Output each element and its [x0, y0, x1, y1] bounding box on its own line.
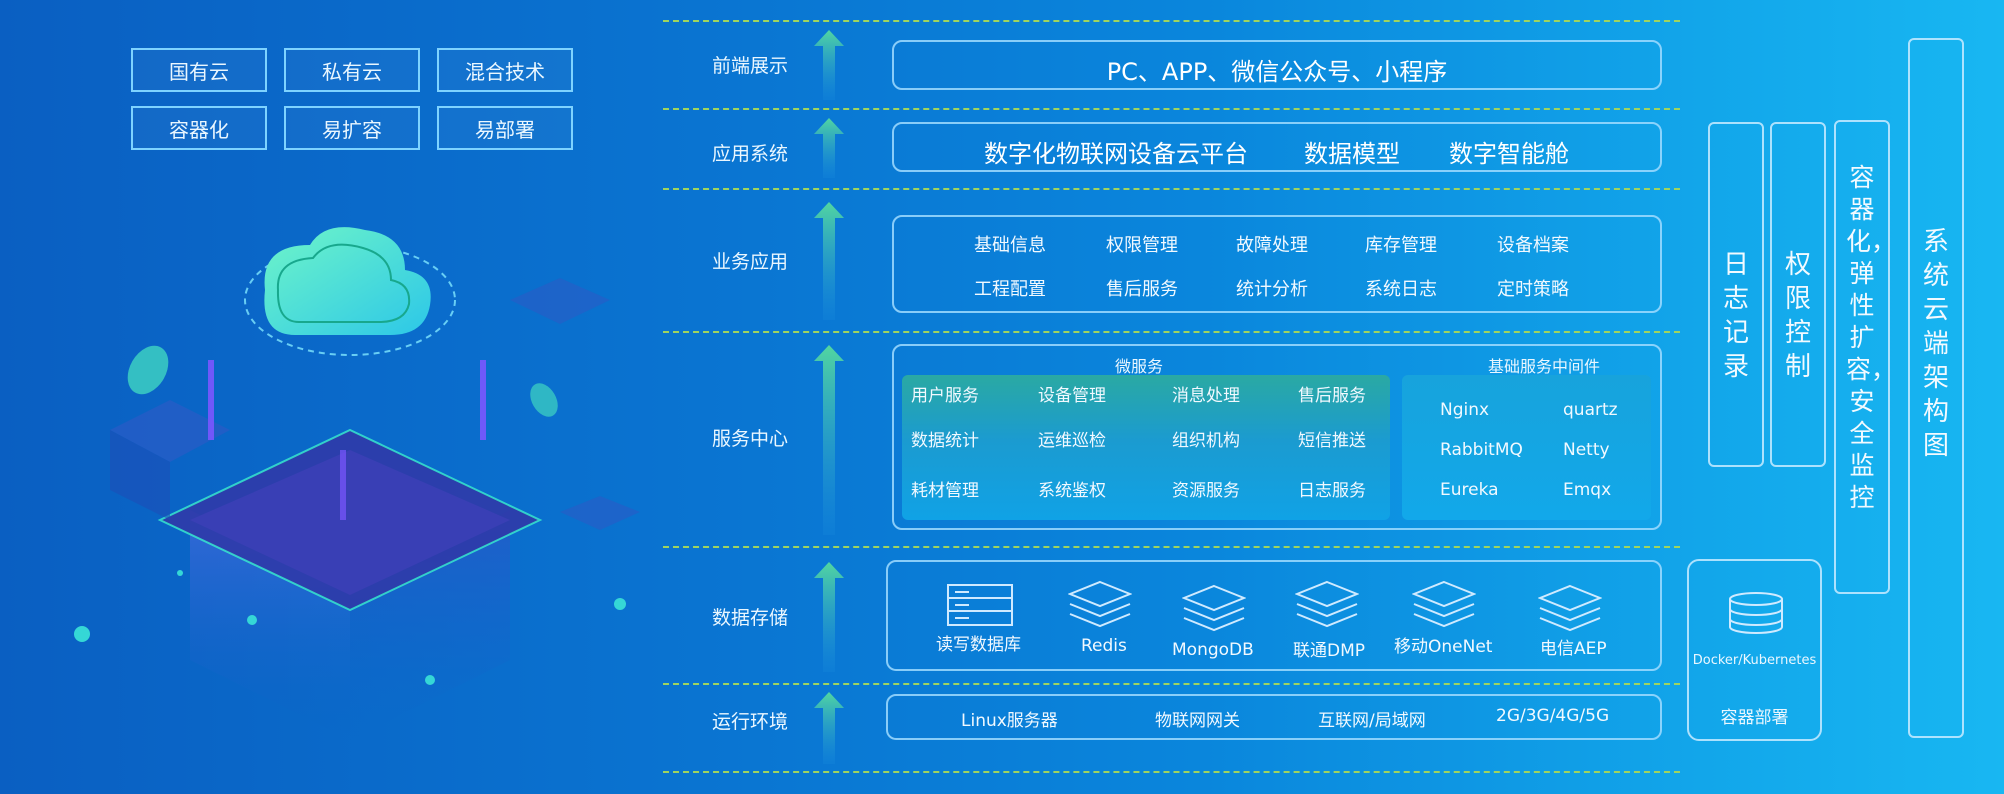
up-arrow-icon — [814, 562, 844, 672]
container-security-column: 容器化，弹性扩容，安全监控 — [1834, 120, 1897, 594]
micro-title: 微服务 — [1115, 357, 1164, 376]
biz-item: 库存管理 — [1365, 235, 1437, 256]
storage-item: 读写数据库 — [936, 635, 1021, 655]
layer-label-frontend: 前端展示 — [711, 55, 788, 77]
log-record-column: 日志记录 — [1708, 122, 1764, 467]
biz-item: 基础信息 — [974, 235, 1046, 256]
micro-item: 设备管理 — [1038, 386, 1106, 406]
cloud-icon — [264, 227, 431, 335]
layers-icon — [1068, 580, 1132, 628]
middleware-item: Emqx — [1563, 480, 1612, 500]
tag-hybrid-tech: 混合技术 — [437, 48, 573, 92]
tag-scalable: 易扩容 — [284, 106, 420, 150]
container-security-label: 容器化，弹性扩容，安全监控 — [1846, 163, 1897, 512]
micro-item: 消息处理 — [1172, 386, 1240, 406]
storage-item: 联通DMP — [1293, 641, 1366, 661]
up-arrow-icon — [814, 30, 844, 100]
tag-deployable: 易部署 — [437, 106, 573, 150]
app-box: 数字化物联网设备云平台 数据模型 数字智能舱 — [892, 122, 1662, 172]
micro-item: 用户服务 — [911, 386, 979, 406]
tag-containerized: 容器化 — [131, 106, 267, 150]
micro-item: 系统鉴权 — [1038, 481, 1106, 501]
tag-public-cloud: 国有云 — [131, 48, 267, 92]
biz-item: 统计分析 — [1236, 279, 1308, 300]
biz-item: 权限管理 — [1106, 235, 1178, 256]
layers-icon — [1295, 580, 1359, 628]
app-item: 数据模型 — [1304, 140, 1400, 168]
frontend-content: PC、APP、微信公众号、小程序 — [1106, 58, 1448, 86]
divider — [663, 683, 1680, 685]
storage-item: MongoDB — [1172, 640, 1254, 660]
layer-label-biz: 业务应用 — [711, 251, 788, 273]
log-record-label: 日志记录 — [1722, 250, 1749, 382]
biz-item: 定时策略 — [1497, 279, 1569, 300]
biz-item: 工程配置 — [974, 279, 1046, 300]
middleware-title: 基础服务中间件 — [1488, 357, 1601, 376]
database-cylinder-icon — [1729, 592, 1783, 634]
layer-label-service: 服务中心 — [711, 428, 788, 450]
docker-label: Docker/Kubernetes — [1692, 653, 1817, 668]
up-arrow-icon — [814, 202, 844, 320]
micro-item: 短信推送 — [1298, 431, 1366, 451]
layer-label-runtime: 运行环境 — [711, 711, 788, 733]
storage-item: 电信AEP — [1540, 639, 1607, 659]
layers-icon — [1412, 580, 1476, 628]
middleware-item: quartz — [1563, 400, 1618, 420]
biz-item: 系统日志 — [1365, 279, 1437, 300]
auth-control-label: 权限控制 — [1784, 250, 1811, 382]
biz-item: 故障处理 — [1236, 235, 1308, 256]
cloud-server-illustration — [74, 227, 640, 740]
up-arrow-icon — [814, 118, 844, 178]
middleware-item: Eureka — [1440, 480, 1499, 500]
divider — [663, 546, 1680, 548]
divider — [663, 108, 1680, 110]
middleware-item: Netty — [1563, 440, 1610, 460]
middleware-item: RabbitMQ — [1440, 440, 1523, 460]
micro-item: 售后服务 — [1298, 386, 1366, 406]
up-arrow-icon — [814, 345, 844, 535]
biz-item: 设备档案 — [1497, 235, 1569, 256]
middleware-panel: Nginx quartz RabbitMQ Netty Eureka Emqx — [1402, 375, 1651, 520]
layers-icon — [1182, 584, 1246, 632]
micro-item: 日志服务 — [1298, 481, 1366, 501]
micro-item: 运维巡检 — [1038, 431, 1106, 451]
runtime-item: Linux服务器 — [961, 711, 1058, 731]
deploy-label: 容器部署 — [1720, 708, 1789, 728]
tag-private-cloud: 私有云 — [284, 48, 420, 92]
layers-icon — [1538, 584, 1602, 632]
auth-control-column: 权限控制 — [1770, 122, 1826, 467]
biz-item: 售后服务 — [1106, 279, 1178, 300]
micro-item: 耗材管理 — [911, 481, 979, 501]
layer-label-storage: 数据存储 — [711, 607, 788, 629]
runtime-item: 物联网网关 — [1155, 711, 1240, 731]
frontend-box: PC、APP、微信公众号、小程序 — [892, 40, 1662, 90]
micro-item: 组织机构 — [1172, 431, 1240, 451]
app-item: 数字化物联网设备云平台 — [984, 140, 1248, 168]
runtime-item: 互联网/局域网 — [1318, 711, 1426, 731]
runtime-box: Linux服务器 物联网网关 互联网/局域网 2G/3G/4G/5G — [886, 694, 1662, 740]
divider — [663, 771, 1680, 773]
divider — [663, 20, 1680, 22]
database-icon — [947, 584, 1013, 626]
runtime-item: 2G/3G/4G/5G — [1496, 706, 1610, 726]
system-arch-column: 系统云端架构图 — [1908, 38, 1964, 738]
app-item: 数字智能舱 — [1449, 140, 1569, 168]
divider — [663, 331, 1680, 333]
middleware-item: Nginx — [1440, 400, 1490, 420]
system-arch-label: 系统云端架构图 — [1922, 227, 1949, 461]
divider — [663, 188, 1680, 190]
biz-box: 基础信息 权限管理 故障处理 库存管理 设备档案 工程配置 售后服务 统计分析 … — [892, 215, 1662, 313]
service-box — [892, 344, 1662, 530]
layer-label-app: 应用系统 — [711, 143, 788, 165]
storage-box: 读写数据库 Redis MongoDB 联通DMP 移动OneNet 电信AEP — [886, 560, 1662, 671]
docker-box: Docker/Kubernetes 容器部署 — [1687, 559, 1822, 741]
storage-item: 移动OneNet — [1394, 637, 1493, 657]
micro-item: 资源服务 — [1172, 481, 1240, 501]
micro-item: 数据统计 — [911, 431, 979, 451]
storage-item: Redis — [1081, 636, 1127, 656]
microservice-panel: 用户服务 设备管理 消息处理 售后服务 数据统计 运维巡检 组织机构 短信推送 … — [902, 375, 1390, 520]
up-arrow-icon — [814, 692, 844, 764]
